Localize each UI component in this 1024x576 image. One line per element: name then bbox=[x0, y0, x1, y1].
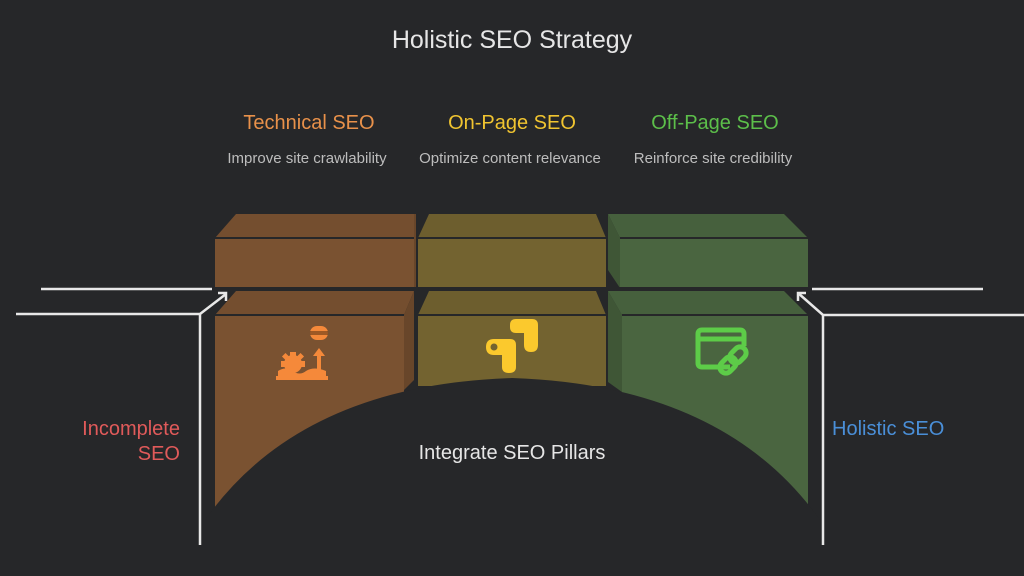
incomplete-seo-label-line-2: SEO bbox=[137, 443, 180, 465]
pillar-offpage-title: Off-Page SEO bbox=[651, 112, 779, 134]
arch bbox=[205, 378, 820, 530]
pillar-onpage-top-box bbox=[418, 214, 606, 288]
pillar-onpage-title: On-Page SEO bbox=[448, 112, 576, 134]
left-path-lines bbox=[16, 287, 228, 545]
pillar-offpage-description: Reinforce site credibility bbox=[633, 150, 793, 167]
box-edge-lines bbox=[206, 237, 818, 316]
holistic-seo-label: Holistic SEO bbox=[832, 418, 945, 440]
diagram-title: Holistic SEO Strategy bbox=[391, 26, 633, 54]
analytics-icon bbox=[486, 319, 538, 373]
pillar-offpage-top-box bbox=[608, 214, 808, 288]
pillar-technical-top-box bbox=[215, 214, 416, 288]
pillar-onpage-description: Optimize content relevance bbox=[419, 150, 601, 167]
right-path-lines bbox=[796, 287, 1024, 545]
pillar-technical-description: Improve site crawlability bbox=[227, 150, 387, 167]
incomplete-seo-label: Incomplete SEO bbox=[30, 417, 180, 467]
pillar-technical-title: Technical SEO bbox=[243, 112, 375, 134]
gear-database-icon bbox=[276, 326, 328, 380]
integrate-pillars-label: Integrate SEO Pillars bbox=[418, 442, 606, 464]
browser-link-icon bbox=[695, 327, 749, 376]
incomplete-seo-label-line-1: Incomplete bbox=[82, 418, 180, 440]
pillar-onpage bbox=[418, 214, 606, 386]
